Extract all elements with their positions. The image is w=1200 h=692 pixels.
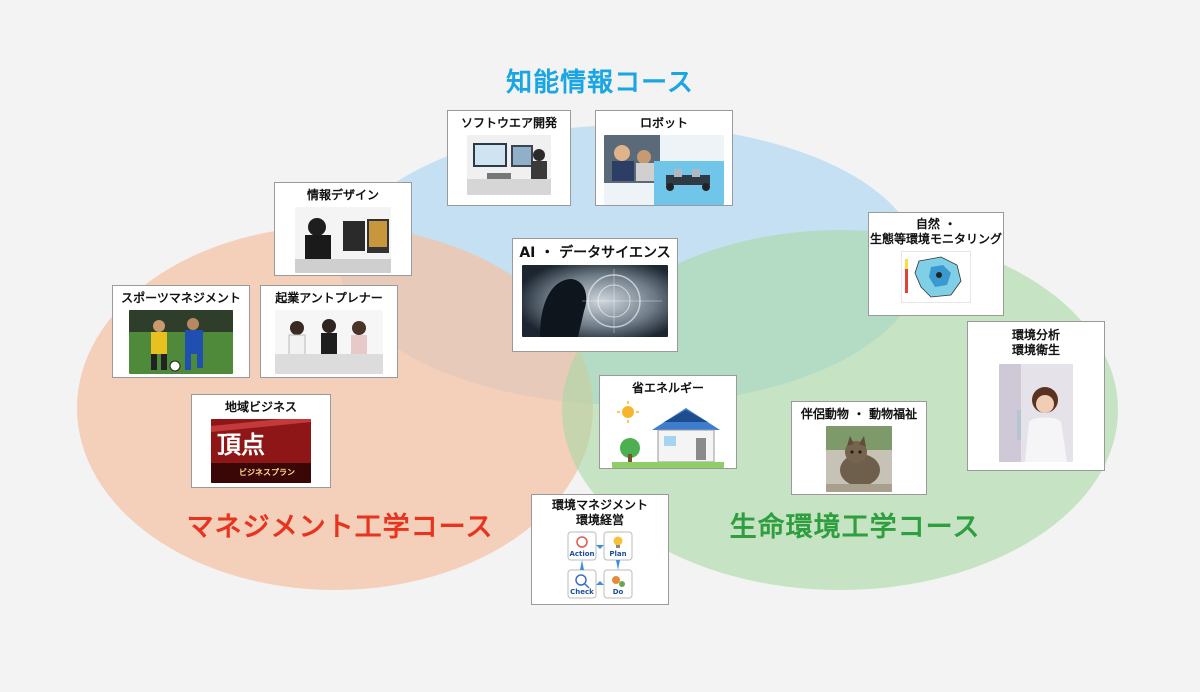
- card-env-management-label-2: 環境経営: [575, 513, 624, 527]
- card-regional-label: 地域ビジネス: [224, 400, 297, 414]
- card-env-management-label-1: 環境マネジメント: [551, 498, 648, 512]
- card-sports: スポーツマネジメント: [112, 285, 250, 378]
- card-animals-label: 伴侶動物 ・ 動物福祉: [800, 407, 918, 421]
- env-analysis-photo: [999, 364, 1073, 462]
- card-ai-data-label: AI ・ データサイエンス: [519, 245, 671, 261]
- card-software: ソフトウエア開発: [447, 110, 571, 206]
- regional-poster-small-text: ビジネスプラン: [239, 468, 295, 477]
- monitoring-map-image: [901, 251, 971, 303]
- cat-photo: [826, 426, 892, 492]
- kankyo-course-title: 生命環境工学コース: [729, 512, 981, 543]
- card-regional: 地域ビジネス 頂点 ビジネスプラン: [191, 394, 331, 488]
- card-info-design: 情報デザイン: [274, 182, 412, 276]
- card-info-design-label: 情報デザイン: [306, 188, 379, 202]
- pdca-action-label: Action: [569, 550, 595, 558]
- card-env-management: 環境マネジメント 環境経営: [531, 494, 669, 605]
- eco-house-illustration: [612, 400, 724, 468]
- card-energy: 省エネルギー: [599, 375, 737, 469]
- card-software-label: ソフトウエア開発: [460, 116, 557, 130]
- joho-course-title: 知能情報コース: [506, 68, 694, 98]
- card-sports-label: スポーツマネジメント: [121, 291, 241, 305]
- card-robot-label: ロボット: [639, 116, 688, 130]
- card-animals: 伴侶動物 ・ 動物福祉: [791, 401, 927, 495]
- sports-photo: [129, 310, 233, 374]
- card-robot: ロボット: [595, 110, 733, 206]
- card-nature-monitoring-label-2: 生態等環境モニタリング: [869, 232, 1002, 246]
- pdca-cycle-diagram: Action Plan Check Do: [567, 531, 633, 599]
- pdca-plan-label: Plan: [609, 550, 627, 558]
- info-design-photo: [295, 207, 391, 273]
- robot-photo: [604, 135, 724, 205]
- card-env-analysis: 環境分析 環境衛生: [967, 321, 1105, 471]
- card-energy-label: 省エネルギー: [631, 381, 704, 395]
- regional-poster-big-text: 頂点: [217, 430, 265, 459]
- management-course-title: マネジメント工学コース: [186, 512, 494, 543]
- pdca-do-label: Do: [612, 588, 624, 596]
- card-nature-monitoring: 自然 ・ 生態等環境モニタリング: [868, 212, 1004, 316]
- pdca-check-label: Check: [570, 588, 594, 596]
- card-nature-monitoring-label-1: 自然 ・: [915, 217, 957, 231]
- card-ai-data: AI ・ データサイエンス: [512, 238, 678, 352]
- regional-business-poster: 頂点 ビジネスプラン: [211, 419, 311, 483]
- card-startup-label: 起業アントプレナー: [275, 291, 383, 305]
- card-startup: 起業アントプレナー: [260, 285, 398, 378]
- startup-photo: [275, 310, 383, 374]
- card-env-analysis-label-1: 環境分析: [1011, 328, 1060, 342]
- card-env-analysis-label-2: 環境衛生: [1011, 343, 1060, 357]
- ai-data-photo: [522, 265, 668, 337]
- software-photo: [467, 135, 551, 195]
